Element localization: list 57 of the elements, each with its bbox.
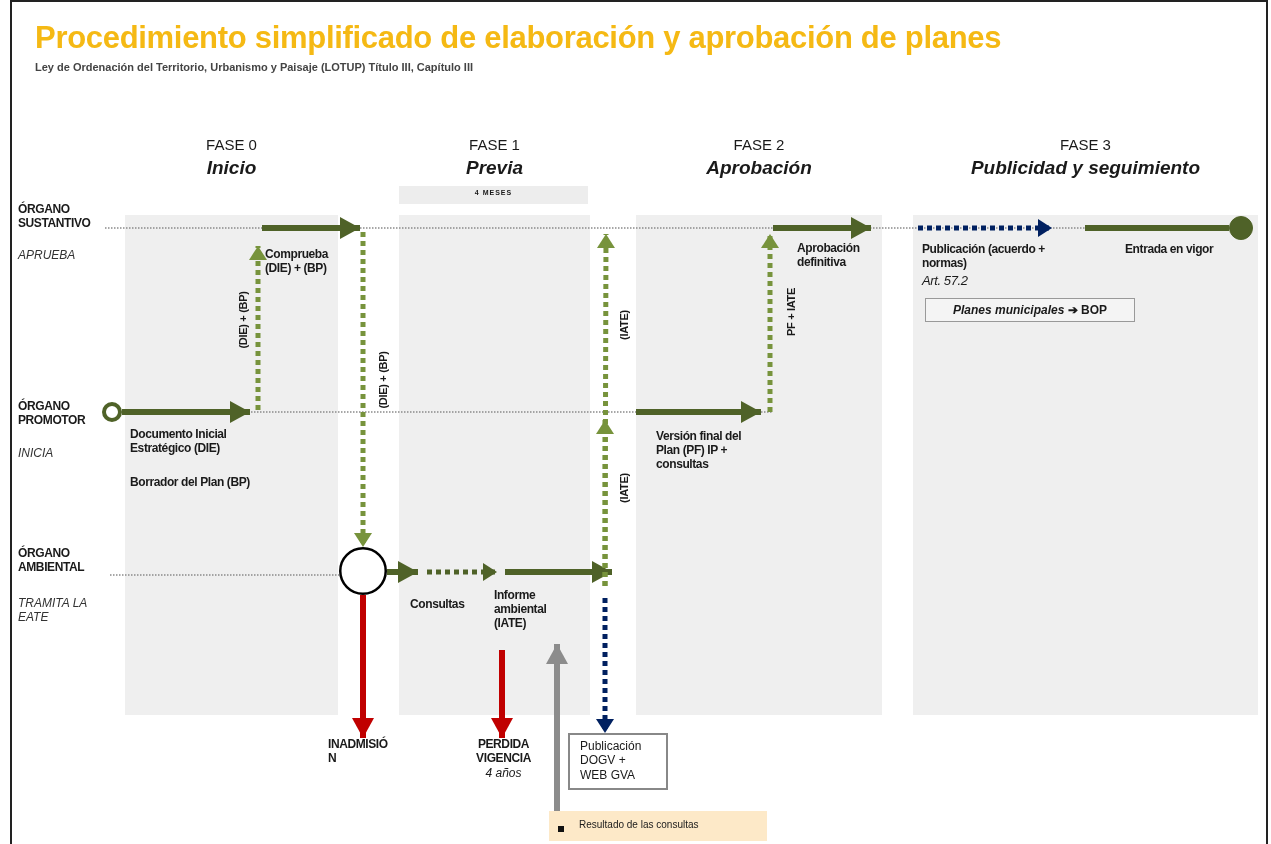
title: Procedimiento simplificado de elaboración y aprobación de planes	[35, 20, 1002, 56]
step-text: Documento Inicial Estratégico (DIE)	[130, 428, 228, 456]
phase-number: FASE 1	[468, 136, 521, 154]
publication-box: Publicación DOGV + WEB GVA	[568, 733, 668, 790]
phase-title: Aprobación	[705, 157, 813, 179]
step-text: Versión final del Plan (PF) IP + consultas	[656, 430, 743, 472]
arrow	[491, 650, 513, 738]
step-text: Informe ambiental (IATE)	[494, 587, 548, 631]
end-dot	[1229, 216, 1253, 240]
arrow	[505, 561, 612, 583]
arrow	[427, 563, 497, 581]
phase-number: FASE 3	[1059, 136, 1112, 154]
edge-label: PF + IATE	[785, 287, 797, 337]
edge-label: (IATE)	[618, 473, 630, 503]
arrow	[636, 401, 761, 423]
lane-label: ÓRGANO PROMOTOR	[18, 400, 87, 428]
arrow	[918, 219, 1052, 237]
lane-label: ÓRGANO AMBIENTAL	[18, 547, 86, 575]
phase-number: FASE 0	[205, 136, 258, 154]
subtitle: Ley de Ordenación del Territorio, Urbanismo y Paisaje (LOTUP) Título III, Capítulo III	[35, 61, 475, 74]
arrow	[354, 232, 372, 547]
arrow	[596, 234, 615, 586]
lane-role: APRUEBA	[18, 249, 77, 263]
arrow	[249, 246, 267, 410]
edge-label: (DIE) + (BP)	[237, 291, 249, 349]
phase-number: FASE 2	[732, 136, 786, 154]
arrow	[262, 217, 360, 239]
step-text: Entrada en vigor	[1125, 243, 1215, 257]
arrow	[546, 644, 568, 811]
phase-title: Inicio	[205, 157, 258, 179]
edge-label: (DIE) + (BP)	[377, 351, 389, 409]
arrow	[122, 401, 250, 423]
arrow	[773, 217, 871, 239]
arrow	[596, 598, 614, 733]
lane-role: INICIA	[18, 447, 55, 461]
phase-title: Publicidad y seguimiento	[969, 157, 1202, 179]
arrow	[387, 561, 418, 583]
outcome-text: INADMISIÓ N	[328, 738, 388, 766]
junction-circle	[339, 547, 387, 595]
article-reference: Art. 57.2	[922, 273, 969, 289]
outcome-text: PERDIDA VIGENCIA	[476, 738, 531, 766]
duration-text: 4 años	[485, 765, 522, 780]
step-text: Publicación (acuerdo + normas)	[922, 243, 1046, 271]
lane-label: ÓRGANO SUSTANTIVO	[18, 203, 92, 231]
step-text: Comprueba (DIE) + (BP)	[265, 248, 330, 276]
arrow	[761, 234, 779, 412]
lane-role: TRAMITA LA EATE	[18, 597, 88, 625]
note-text: Resultado de las consultas	[579, 819, 699, 830]
start-circle	[102, 402, 122, 422]
step-text: Consultas	[410, 598, 466, 612]
step-text: Borrador del Plan (BP)	[130, 476, 250, 490]
edge-label: (IATE)	[618, 310, 630, 340]
step-text: Aprobación definitiva	[797, 242, 861, 270]
note-box	[549, 811, 767, 841]
arrow	[352, 595, 374, 738]
note-box: Planes municipales ➔ BOP	[925, 298, 1135, 322]
phase-title: Previa	[464, 157, 524, 179]
